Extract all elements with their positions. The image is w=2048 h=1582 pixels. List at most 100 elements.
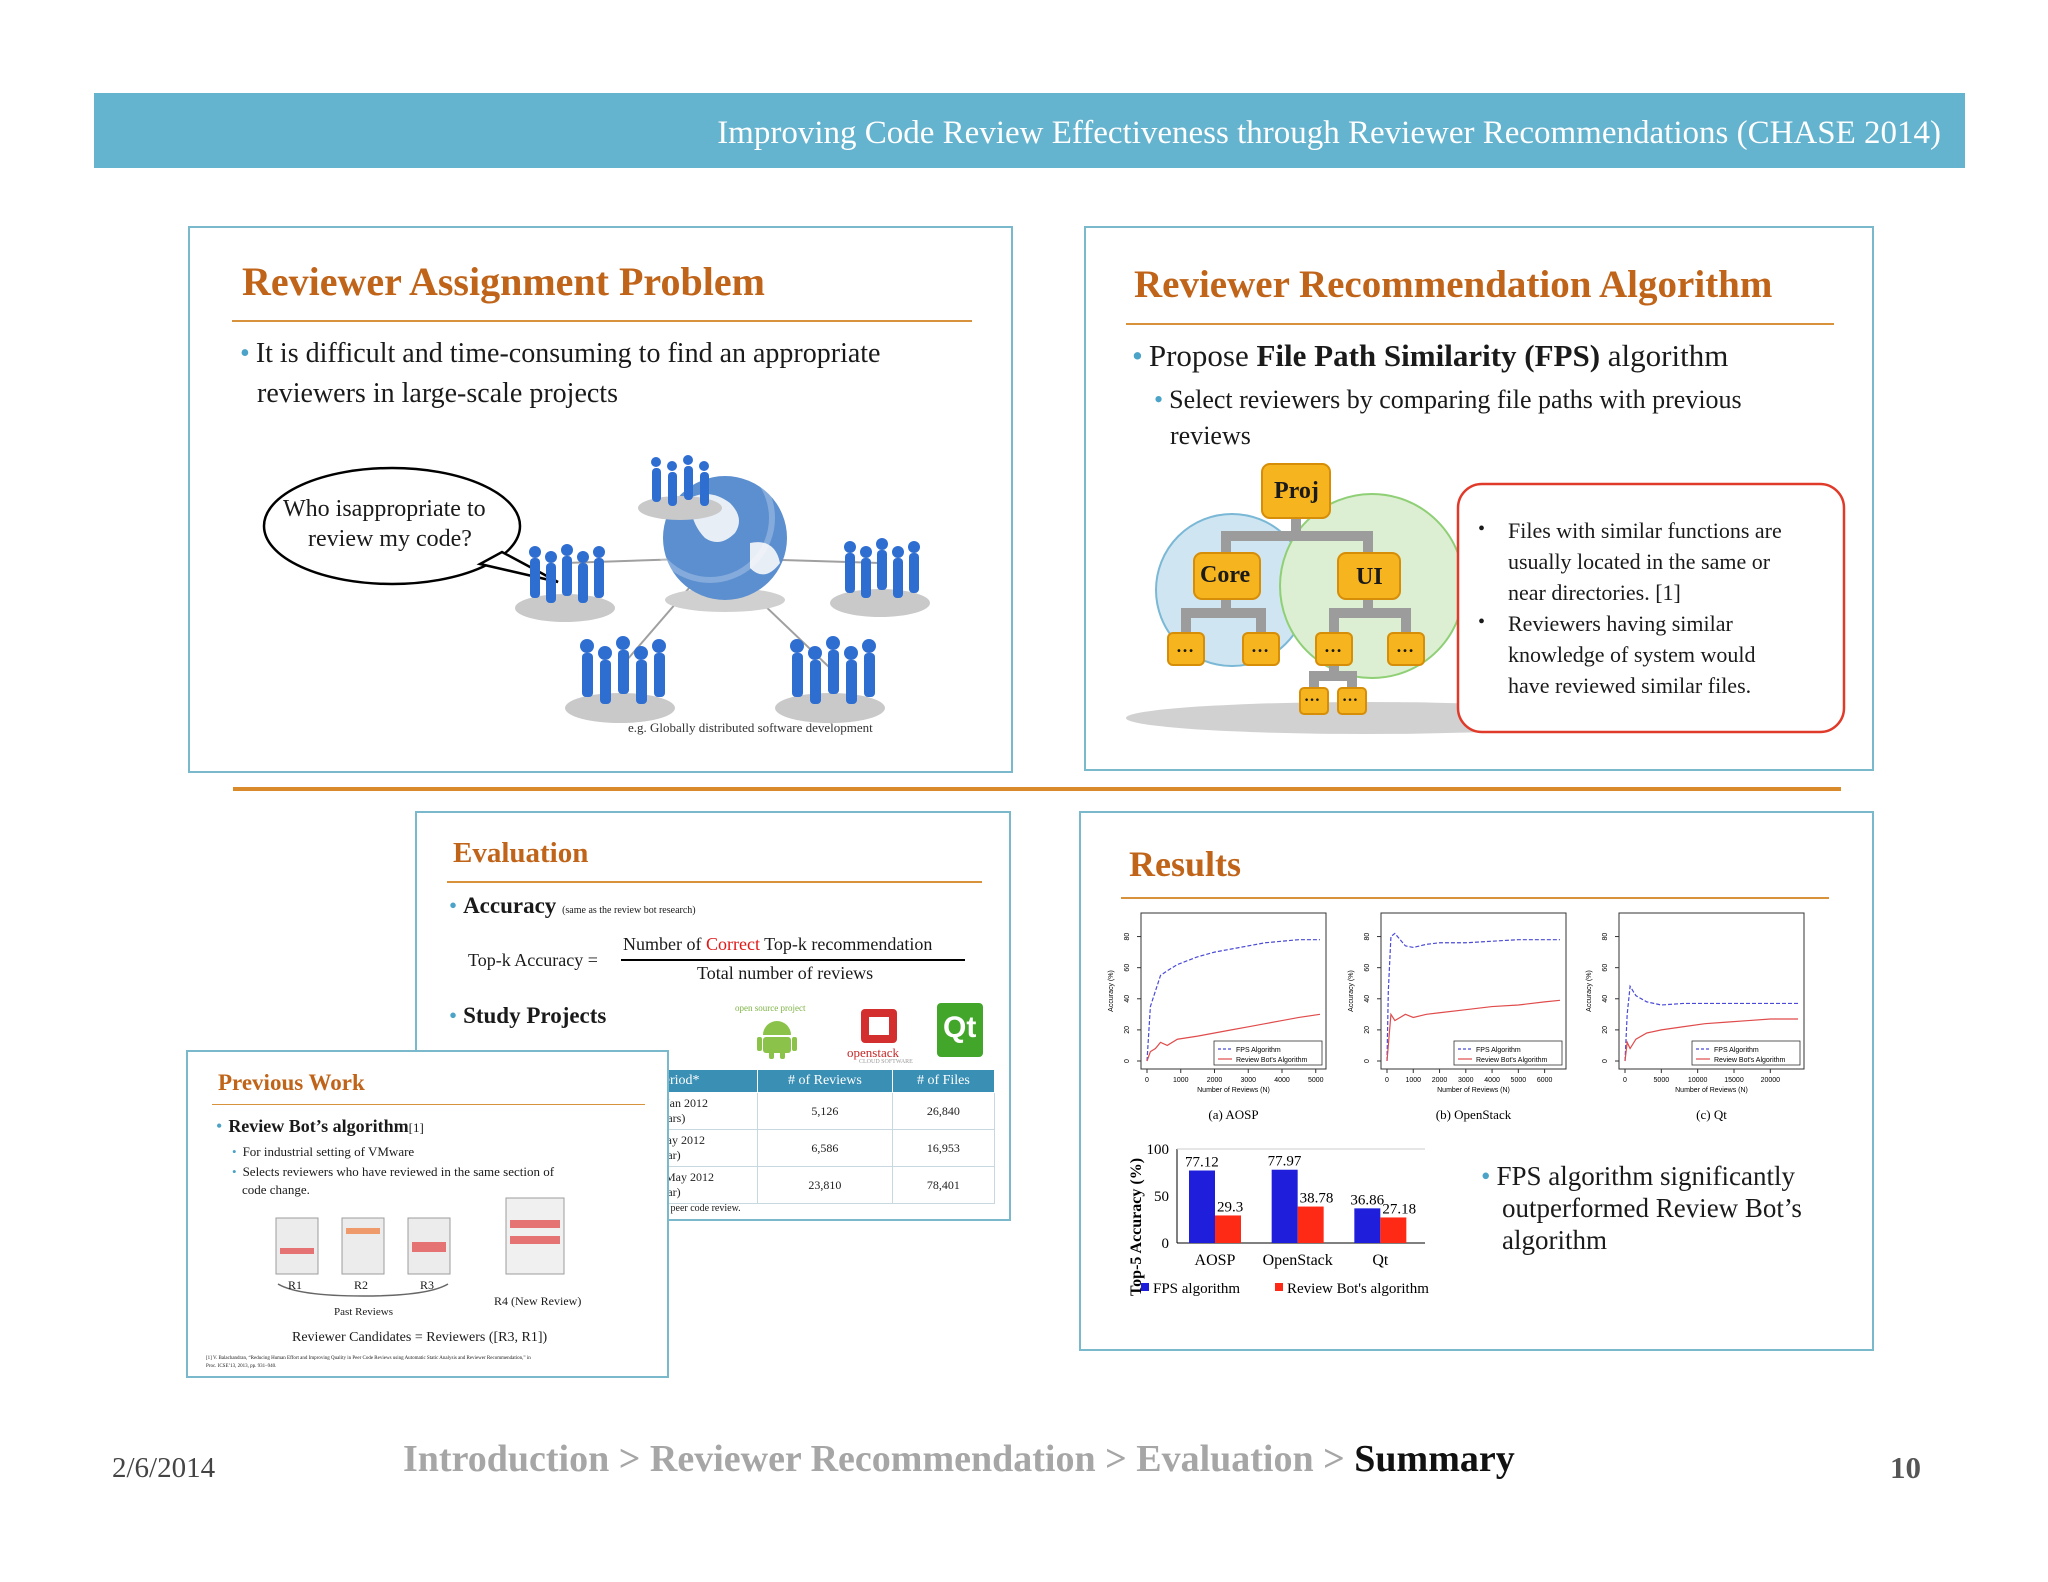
- y-tick-label: 40: [1602, 995, 1609, 1003]
- tree-node-core: [1193, 552, 1261, 600]
- y-tick-label: 80: [1364, 933, 1371, 941]
- title-rule: [1126, 323, 1834, 325]
- x-axis-label: Number of Reviews (N): [1675, 1087, 1748, 1094]
- x-tick-label: Qt: [1372, 1252, 1389, 1269]
- document-icon: [275, 1217, 319, 1275]
- legend-label: FPS algorithm: [1153, 1281, 1240, 1297]
- section-breadcrumb: Introduction > Reviewer Recommendation >…: [403, 1437, 1515, 1481]
- col-header: # of Files: [891, 1069, 996, 1093]
- formula-lhs: Top-k Accuracy =: [468, 950, 598, 970]
- tree-node-leaf: [1337, 687, 1367, 715]
- bar-value-label: 29.3: [1217, 1199, 1243, 1215]
- x-axis-label: Number of Reviews (N): [1437, 1087, 1510, 1094]
- x-tick-label: 6000: [1537, 1077, 1553, 1084]
- table-cell: 5,126: [757, 1092, 893, 1130]
- new-review-document-icon: [505, 1197, 565, 1275]
- problem-title: Reviewer Assignment Problem: [242, 259, 765, 304]
- x-tick-label: 0: [1145, 1077, 1149, 1084]
- x-tick-label: 3000: [1240, 1077, 1256, 1084]
- y-tick-label: 100: [1147, 1142, 1170, 1158]
- callout-line: Reviewers having similar: [1508, 611, 1733, 636]
- x-tick-label: 2000: [1207, 1077, 1223, 1084]
- y-tick-label: 60: [1602, 964, 1609, 972]
- tree-node-ui: [1337, 552, 1401, 600]
- x-tick-label: 5000: [1308, 1077, 1324, 1084]
- y-axis-label: Accuracy (%): [1348, 970, 1355, 1012]
- y-tick-label: 0: [1124, 1059, 1131, 1063]
- past-reviews-label: Past Reviews: [334, 1306, 393, 1318]
- series-line: [1624, 984, 1798, 1062]
- chart-legend: [1453, 1040, 1563, 1066]
- y-axis-label: Accuracy (%): [1586, 970, 1593, 1012]
- review-documents-illustration: [275, 1197, 565, 1297]
- x-tick-label: 4000: [1274, 1077, 1290, 1084]
- algorithm-title: Reviewer Recommendation Algorithm: [1134, 263, 1773, 306]
- table-cell: – May 2012: [656, 1170, 714, 1184]
- title-rule: [212, 1104, 645, 1105]
- y-tick-label: 60: [1124, 964, 1131, 972]
- team-group-icon: [830, 538, 930, 617]
- x-tick-label: 1000: [1173, 1077, 1189, 1084]
- table-cell: 23,810: [757, 1166, 893, 1204]
- footnote-line2: Proc. ICSE’13, 2013, pp. 931–940.: [206, 1364, 277, 1369]
- document-label: R1: [288, 1278, 303, 1292]
- algorithm-slide: Reviewer Recommendation Algorithm •Propo…: [1084, 226, 1874, 771]
- results-title: Results: [1129, 844, 1242, 884]
- table-cell: – Jan 2012: [656, 1096, 708, 1110]
- tree-node-leaf: [1167, 632, 1205, 666]
- qt-icon: [937, 1003, 983, 1057]
- legend-swatch: [1275, 1283, 1283, 1291]
- bar: [1215, 1215, 1241, 1243]
- breadcrumb-current: Summary: [1354, 1438, 1515, 1480]
- breadcrumb-path: Introduction > Reviewer Recommendation >…: [403, 1438, 1355, 1480]
- team-group-icon: [775, 636, 885, 723]
- android-icon: [757, 1021, 797, 1059]
- tree-node-leaf: [1242, 632, 1280, 666]
- x-tick-label: AOSP: [1195, 1252, 1236, 1269]
- y-tick-label: 60: [1364, 964, 1371, 972]
- qt-logo-text: Qt: [943, 1011, 977, 1044]
- x-tick-label: 0: [1385, 1077, 1389, 1084]
- y-tick-label: 0: [1364, 1059, 1371, 1063]
- tree-node-proj: [1261, 463, 1331, 519]
- series-line: [1146, 1013, 1321, 1062]
- problem-bullet: •It is difficult and time-consuming to f…: [240, 338, 881, 369]
- tree-label-proj: Proj: [1274, 478, 1319, 504]
- reviewer-candidates: Reviewer Candidates = Reviewers ([R3, R1…: [292, 1330, 548, 1345]
- x-tick-label: 10000: [1688, 1077, 1708, 1084]
- y-tick-label: 40: [1124, 995, 1131, 1003]
- tree-label-leaf: …: [1396, 636, 1414, 656]
- y-tick-label: 20: [1602, 1026, 1609, 1034]
- legend-swatch: [1141, 1283, 1149, 1291]
- problem-slide: Reviewer Assignment Problem •It is diffi…: [188, 226, 1013, 773]
- results-finding-cont: outperformed Review Bot’s: [1502, 1193, 1802, 1223]
- legend-label: Review Bot's algorithm: [1287, 1281, 1429, 1297]
- bar-value-label: 77.97: [1268, 1154, 1302, 1170]
- y-tick-label: 20: [1124, 1026, 1131, 1034]
- series-line: [1386, 932, 1560, 1062]
- fraction-bar: [621, 959, 965, 961]
- illustration-caption: e.g. Globally distributed software devel…: [628, 720, 873, 735]
- bar-value-label: 38.78: [1300, 1191, 1334, 1207]
- y-axis-label: Top-5 Accuracy (%): [1128, 1158, 1145, 1296]
- projects-table: Period* # of Reviews # of Files – Jan 20…: [649, 1069, 996, 1204]
- table-cell: 78,401: [891, 1166, 996, 1204]
- legend-label: Review Bot's Algorithm: [1714, 1057, 1786, 1064]
- series-line: [1386, 999, 1561, 1062]
- bar-value-label: 27.18: [1382, 1201, 1416, 1217]
- previous-work-slide: Previous Work •Review Bot’s algorithm[1]…: [186, 1050, 669, 1378]
- x-tick-label: 20000: [1761, 1077, 1781, 1084]
- x-tick-label: 2000: [1432, 1077, 1448, 1084]
- x-tick-label: 1000: [1405, 1077, 1421, 1084]
- tree-label-leaf: …: [1324, 636, 1342, 656]
- bar: [1189, 1170, 1215, 1243]
- callout-line: Files with similar functions are: [1508, 518, 1782, 543]
- series-line: [1624, 1018, 1798, 1062]
- new-review-label: R4 (New Review): [494, 1294, 582, 1308]
- y-tick-label: 80: [1602, 933, 1609, 941]
- bar-value-label: 77.12: [1185, 1155, 1219, 1171]
